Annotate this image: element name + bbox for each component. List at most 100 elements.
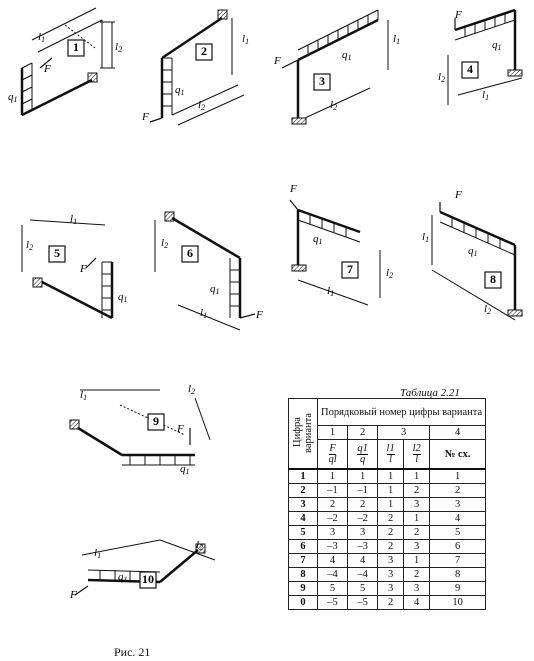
value-cell: 1 — [316, 468, 349, 484]
value-cell: 4 — [403, 595, 431, 610]
value-cell: 1 — [377, 483, 405, 498]
value-cell: 4 — [429, 511, 487, 526]
value-cell: 9 — [429, 581, 487, 596]
digit-column-4: 4 — [429, 425, 487, 440]
panel-5-number: 5 — [54, 246, 60, 260]
panel-2-label: l1 — [242, 33, 249, 46]
value-cell: –4 — [316, 567, 349, 582]
figure-caption: Рис. 21 — [114, 645, 151, 659]
panel-7-number: 7 — [347, 262, 353, 276]
value-cell: –5 — [316, 595, 349, 610]
panel-8-diagram — [431, 202, 523, 321]
panel-2-label: F — [141, 111, 149, 123]
panel-2-label: l2 — [198, 99, 205, 112]
value-cell: 2 — [377, 539, 405, 554]
row-key-cell: 6 — [288, 539, 318, 554]
group-header-cell: Порядковый номер цифры варианта — [316, 398, 487, 426]
value-cell: 5 — [347, 581, 379, 596]
value-cell: 1 — [377, 468, 405, 484]
panel-9-label: q1 — [180, 463, 190, 476]
value-cell: 1 — [347, 468, 379, 484]
value-cell: –3 — [347, 539, 379, 554]
panel-2-diagram — [149, 9, 245, 126]
row-key-cell: 1 — [288, 468, 318, 484]
row-key-cell: 9 — [288, 581, 318, 596]
value-cell: 8 — [429, 567, 487, 582]
panel-10-label: q1 — [118, 571, 128, 584]
row-key-cell: 2 — [288, 483, 318, 498]
value-cell: 3 — [377, 567, 405, 582]
value-cell: 1 — [403, 511, 431, 526]
panel-3-label: F — [273, 55, 281, 67]
panel-6-label: l2 — [161, 237, 168, 250]
panel-8-label: F — [454, 189, 462, 201]
variant-table: Цифра варианта Порядковый номер цифры ва… — [288, 398, 487, 610]
value-cell: 3 — [403, 581, 431, 596]
panel-10-label: l1 — [94, 547, 101, 560]
value-cell: 1 — [403, 468, 431, 484]
panel-1-label: l1 — [38, 31, 45, 44]
row-key-cell: 8 — [288, 567, 318, 582]
panel-5-label: l2 — [26, 239, 33, 252]
value-cell: 2 — [403, 567, 431, 582]
panel-6-number: 6 — [187, 246, 193, 260]
digit-column-1: 1 — [316, 425, 349, 440]
digit-column-3: 3 — [377, 425, 431, 440]
value-cell: 3 — [377, 553, 405, 568]
value-cell: 1 — [429, 468, 487, 484]
scheme-number-header: № сх. — [429, 439, 487, 470]
panel-7-label: l1 — [327, 285, 334, 298]
row-header-cell: Цифра варианта — [288, 398, 318, 470]
row-key-cell: 4 — [288, 511, 318, 526]
value-cell: 3 — [377, 581, 405, 596]
panel-7-diagram — [289, 199, 381, 306]
value-cell: –1 — [347, 483, 379, 498]
value-cell: 10 — [429, 595, 487, 610]
panel-7-label: l2 — [386, 267, 393, 280]
panel-10-number: 10 — [142, 572, 154, 586]
panel-8-label: l2 — [484, 303, 491, 316]
value-cell: 3 — [403, 539, 431, 554]
value-cell: 2 — [429, 483, 487, 498]
value-cell: 2 — [316, 497, 349, 512]
panel-9-diagram — [69, 389, 211, 466]
panel-9-label: l2 — [188, 383, 195, 396]
row-key-cell: 5 — [288, 525, 318, 540]
label-layer: l1l2Fq11l1q1l2F2l1q1Fl23Fq1l2l14l1l2Fq15… — [8, 9, 502, 601]
table-caption: Таблица 2.21 — [400, 387, 460, 399]
panel-4-label: l2 — [438, 71, 445, 84]
row-header-text: Цифра варианта — [292, 412, 314, 453]
value-cell: 5 — [429, 525, 487, 540]
value-cell: 3 — [403, 497, 431, 512]
panel-2-number: 2 — [201, 44, 207, 58]
value-cell: –1 — [316, 483, 349, 498]
value-cell: 4 — [347, 553, 379, 568]
value-cell: 2 — [403, 525, 431, 540]
value-cell: 7 — [429, 553, 487, 568]
panel-8-label: l1 — [422, 231, 429, 244]
value-cell: 2 — [403, 483, 431, 498]
value-cell: 2 — [377, 511, 405, 526]
panel-4-label: q1 — [492, 39, 502, 52]
value-cell: –4 — [347, 567, 379, 582]
panel-3-label: l2 — [330, 99, 337, 112]
value-cell: –2 — [316, 511, 349, 526]
panel-6-label: q1 — [210, 283, 220, 296]
panel-6-diagram — [154, 211, 256, 331]
value-cell: 2 — [377, 595, 405, 610]
panel-3-diagram — [281, 9, 389, 125]
digit-column-2: 2 — [347, 425, 379, 440]
panel-9-label: l1 — [80, 389, 87, 402]
